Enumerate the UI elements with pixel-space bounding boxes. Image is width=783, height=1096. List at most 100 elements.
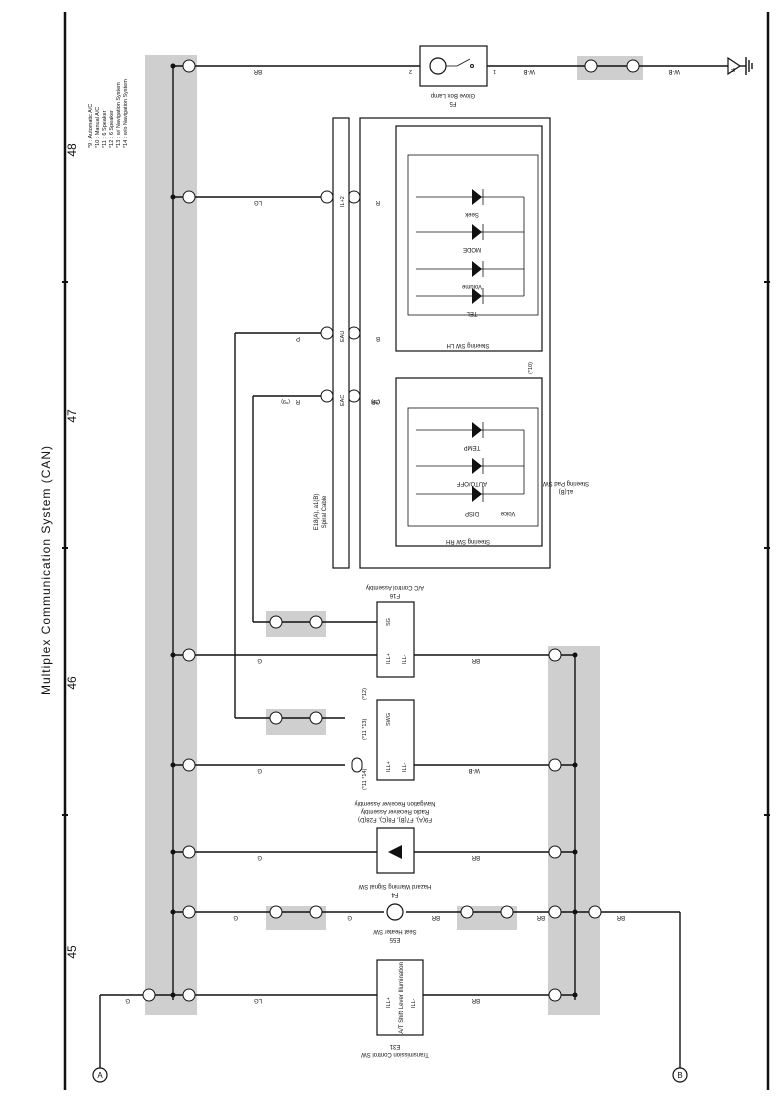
page-title: Multiplex Communication System (CAN): [39, 445, 53, 695]
svg-text:G: G: [257, 767, 262, 773]
transmission-control-box: [376, 959, 424, 1036]
svg-text:TEL: TEL: [466, 310, 478, 316]
svg-text:B: B: [376, 335, 380, 341]
connector-pills: [142, 59, 640, 1002]
glove-name: Glove Box Lamp: [430, 92, 475, 98]
svg-text:AUTO/OFF: AUTO/OFF: [457, 480, 488, 486]
spiral-cable: [332, 117, 350, 569]
legend-item: *13 : w/ Navigation System: [116, 82, 122, 148]
ground-id: IF: [731, 66, 735, 72]
svg-text:LG: LG: [254, 199, 262, 205]
svg-text:Voice: Voice: [500, 510, 515, 516]
wire-color-labels: BR W-B W-B LG G BR G W-B G BR G G BR BR …: [125, 68, 680, 1003]
svg-text:EAC: EAC: [340, 395, 346, 406]
svg-text:EAU: EAU: [340, 331, 346, 342]
svg-text:BR: BR: [471, 854, 480, 860]
svg-text:BR: BR: [471, 997, 480, 1003]
column-number-45: 45: [65, 945, 79, 959]
svg-text:SWG: SWG: [386, 713, 392, 726]
svg-text:BR: BR: [431, 914, 440, 920]
svg-text:(*11 *13): (*11 *13): [362, 719, 368, 740]
junction-dots: [170, 63, 578, 998]
svg-text:LG: LG: [254, 997, 262, 1003]
svg-text:DISP: DISP: [465, 510, 479, 516]
svg-text:GR: GR: [370, 398, 380, 404]
svg-text:R: R: [375, 199, 380, 205]
legend-item: *9 : Automatic A/C: [88, 104, 94, 148]
svg-text:E31: E31: [389, 1043, 400, 1049]
svg-text:ILL+: ILL+: [386, 653, 392, 664]
legend-item: *12 : 6 Speaker: [109, 110, 115, 148]
switch-leds-rh: [416, 422, 525, 502]
svg-text:IL+2: IL+2: [340, 196, 346, 207]
junction-band-right: [548, 646, 600, 1015]
svg-text:ILL+: ILL+: [386, 997, 392, 1008]
svg-text:W-B: W-B: [668, 68, 680, 74]
seat-heater-lamp-icon: [386, 903, 404, 921]
svg-text:2: 2: [409, 68, 412, 74]
switch-leds-lh: [416, 189, 525, 304]
svg-text:a1(B): a1(B): [559, 488, 574, 494]
svg-text:Volume: Volume: [461, 283, 482, 289]
svg-text:F4: F4: [391, 891, 399, 897]
svg-text:ILL+: ILL+: [386, 761, 392, 772]
svg-text:(*9): (*9): [371, 398, 380, 404]
svg-text:Radio Receiver Assembly: Radio Receiver Assembly: [361, 808, 429, 814]
svg-text:BR: BR: [253, 68, 262, 74]
svg-text:Steering SW LH: Steering SW LH: [446, 342, 489, 348]
terminal-a-icon: [92, 1067, 108, 1083]
column-number-48: 48: [65, 143, 79, 157]
legend-item: *11 : 6 Speaker: [102, 110, 108, 148]
radio-receiver-box: [376, 699, 415, 781]
svg-text:BR: BR: [536, 914, 545, 920]
hazard-led-icon: [388, 845, 402, 859]
svg-text:P: P: [296, 335, 300, 341]
svg-text:W-B: W-B: [468, 767, 480, 773]
ground-icon: [727, 56, 753, 76]
svg-text:A/C Control Assembly: A/C Control Assembly: [366, 584, 424, 590]
spiral-name: Spiral Cable: [322, 495, 328, 528]
svg-text:W-B: W-B: [523, 68, 535, 74]
svg-text:G: G: [347, 914, 352, 920]
svg-text:G: G: [233, 914, 238, 920]
spiral-id: E18(A), a1(B): [314, 494, 320, 531]
steering-sw-rh: [395, 377, 543, 547]
svg-text:(*9): (*9): [281, 398, 290, 404]
svg-text:BR: BR: [471, 657, 480, 663]
svg-text:F9(A), F7(B), F8(C), F28(D): F9(A), F7(B), F8(C), F28(D): [358, 816, 432, 822]
svg-text:Steering SW RH: Steering SW RH: [446, 538, 490, 544]
svg-text:E55: E55: [389, 936, 400, 942]
terminal-a-label: A: [97, 1071, 103, 1080]
svg-text:G: G: [125, 997, 130, 1003]
svg-text:TEMP: TEMP: [464, 444, 481, 450]
svg-text:SG: SG: [386, 618, 392, 626]
lamp-icon: [429, 57, 447, 75]
svg-text:Seek: Seek: [464, 211, 479, 217]
steering-sw-lh: [395, 125, 543, 352]
column-number-47: 47: [65, 409, 79, 423]
svg-text:G: G: [257, 854, 262, 860]
svg-text:Navigation Receiver Assembly: Navigation Receiver Assembly: [354, 800, 435, 806]
option-annotations: (*9) (*9) (*10) (*11 *13) (*11 *14) (*12…: [281, 362, 534, 790]
svg-text:Hazard Warning Signal SW: Hazard Warning Signal SW: [358, 883, 431, 889]
svg-text:Seat Heater SW: Seat Heater SW: [373, 928, 417, 934]
svg-text:(*11 *14): (*11 *14): [362, 769, 368, 790]
svg-text:A/T Shift Lever Illumination: A/T Shift Lever Illumination: [399, 962, 405, 1034]
legend-item: *10 : Manual A/C: [95, 107, 101, 148]
svg-text:R: R: [295, 398, 300, 404]
legend: *9 : Automatic A/C *10 : Manual A/C *11 …: [88, 79, 129, 148]
svg-text:Steering Pad SW: Steering Pad SW: [543, 480, 589, 486]
column-number-46: 46: [65, 676, 79, 690]
svg-text:MODE: MODE: [463, 246, 481, 252]
svg-text:1: 1: [493, 68, 496, 74]
legend-item: *14 : w/o Navigation System: [123, 79, 129, 148]
svg-text:(*10): (*10): [528, 362, 534, 374]
svg-text:G: G: [257, 657, 262, 663]
glove-id: F5: [449, 100, 457, 106]
svg-text:F16: F16: [389, 592, 400, 598]
ac-control-box: [376, 601, 415, 678]
svg-text:ILL-: ILL-: [411, 998, 417, 1008]
svg-text:ILL-: ILL-: [402, 654, 408, 664]
terminal-b-icon: [672, 1067, 688, 1083]
